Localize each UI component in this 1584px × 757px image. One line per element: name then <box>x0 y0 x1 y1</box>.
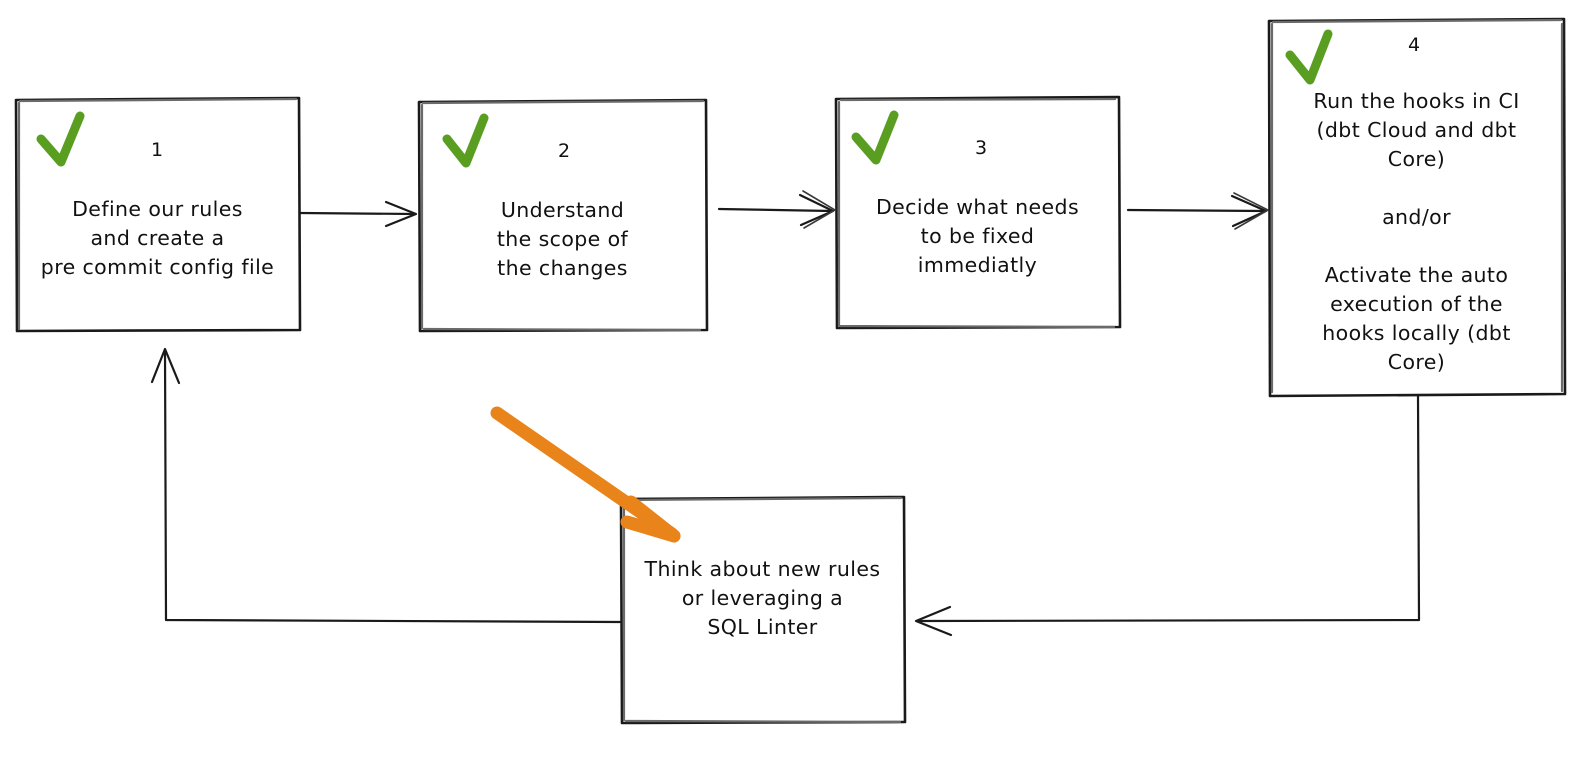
green-check-icon <box>1285 29 1333 85</box>
node-3-text: Decide what needs to be fixed immediatly <box>875 195 1080 277</box>
node-1-text: Define our rules and create a pre commit… <box>40 197 275 279</box>
node-5[interactable]: Think about new rules or leveraging a SQ… <box>620 497 905 723</box>
arrow-5-to-1 <box>150 347 622 624</box>
node-2-text: Understand the scope of the changes <box>496 198 629 280</box>
green-check-icon <box>851 110 899 165</box>
node-4[interactable]: 4 Run the hooks in CI (dbt Cloud and dbt… <box>1268 19 1565 395</box>
node-2-number: 2 <box>558 140 571 162</box>
orange-arrow-icon <box>490 406 681 543</box>
arrow-4-to-5 <box>914 394 1421 637</box>
node-4-number: 4 <box>1408 34 1421 56</box>
node-2-frame[interactable] <box>417 98 709 333</box>
node-1-frame[interactable] <box>14 96 302 333</box>
green-check-icon <box>442 113 489 168</box>
node-3-frame[interactable] <box>834 95 1122 330</box>
node-2[interactable]: 2 Understand the scope of the changes <box>418 100 707 330</box>
node-5-frame[interactable] <box>619 495 907 725</box>
green-check-icon <box>36 111 85 167</box>
node-3[interactable]: 3 Decide what needs to be fixed immediat… <box>835 97 1120 327</box>
node-1-number: 1 <box>151 139 164 161</box>
node-5-text: Think about new rules or leveraging a SQ… <box>644 557 881 639</box>
node-1[interactable]: 1 Define our rules and create a pre comm… <box>15 99 300 331</box>
node-3-number: 3 <box>975 137 988 159</box>
node-4-text: Run the hooks in CI (dbt Cloud and dbt C… <box>1313 89 1520 374</box>
arrow-2-to-3 <box>717 190 837 229</box>
arrow-3-to-4 <box>1126 192 1270 230</box>
arrow-1-to-2 <box>298 200 418 228</box>
node-4-frame[interactable] <box>1267 17 1567 398</box>
